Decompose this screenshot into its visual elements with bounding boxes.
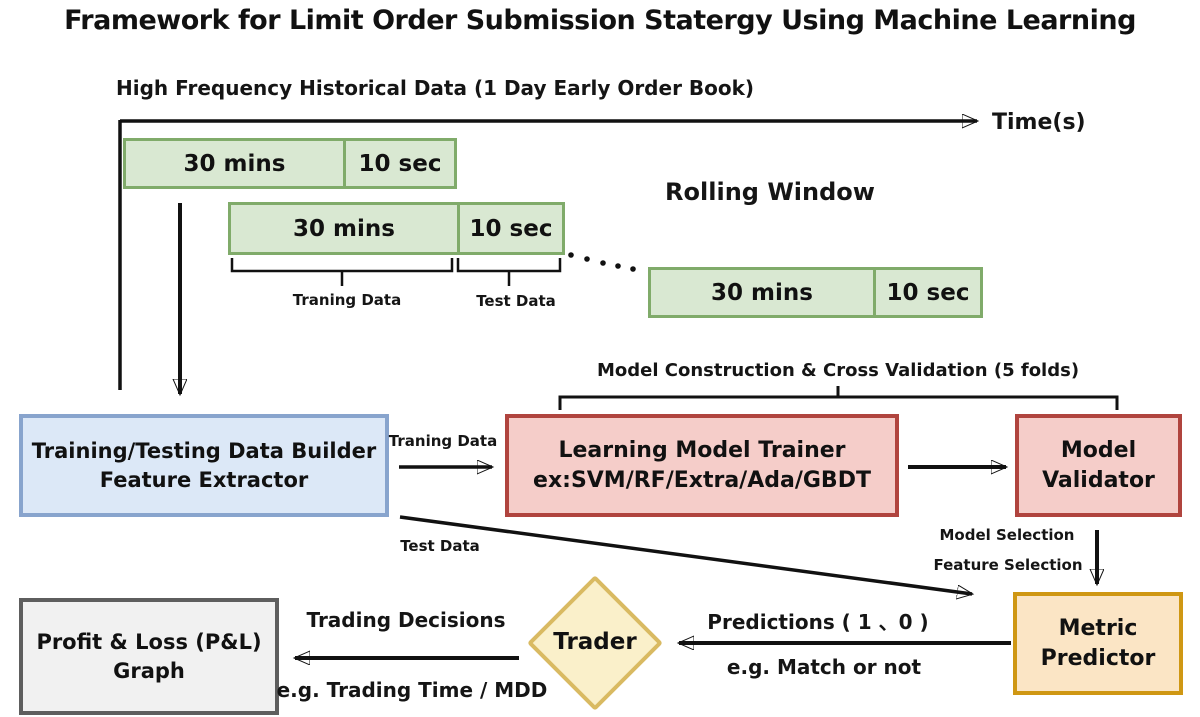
window-3-test-cell: 10 sec [873, 270, 980, 315]
rolling-window-2: 30 mins 10 sec [228, 202, 565, 255]
train-brace [230, 258, 454, 286]
cross-validation-bracket [558, 386, 1119, 410]
ellipsis-dots [568, 252, 636, 272]
test-brace-label: Test Data [476, 292, 556, 310]
feature-selection-label: Feature Selection [933, 556, 1083, 574]
rolling-window-caption: Rolling Window [665, 178, 875, 206]
trader-label: Trader [553, 629, 637, 655]
model-selection-label: Model Selection [939, 526, 1075, 544]
metric-line2: Predictor [1040, 645, 1156, 671]
window-2-test-cell: 10 sec [457, 205, 562, 252]
window-3-train-cell: 30 mins [711, 279, 813, 306]
trainer-line2: ex:SVM/RF/Extra/Ada/GBDT [533, 467, 871, 493]
traning-data-edge-label: Traning Data [388, 432, 498, 450]
validator-line1: Model [1060, 437, 1137, 463]
rolling-window-3: 30 mins 10 sec [648, 267, 983, 318]
train-brace-label: Traning Data [292, 291, 402, 309]
window-1-test-cell: 10 sec [343, 141, 454, 186]
pnl-line2: Graph [113, 658, 185, 683]
metric-predictor-node: Metric Predictor [1013, 592, 1183, 695]
pnl-graph-node: Profit & Loss (P&L) Graph [19, 598, 279, 715]
arrow-test-data-diagonal [399, 515, 972, 594]
window-1-train-cell: 30 mins [183, 150, 286, 177]
rolling-window-1: 30 mins 10 sec [123, 138, 457, 189]
builder-line1: Training/Testing Data Builder [31, 439, 377, 464]
window-2-train-cell: 30 mins [293, 215, 395, 242]
predictions-edge-label: Predictions ( 1 、0 ) [707, 610, 929, 634]
builder-line2: Feature Extractor [99, 467, 309, 492]
timeline-header: High Frequency Historical Data (1 Day Ea… [116, 76, 755, 100]
model-validator-node: Model Validator [1015, 414, 1182, 517]
cross-validation-caption: Model Construction & Cross Validation (5… [596, 360, 1080, 381]
model-trainer-node: Learning Model Trainer ex:SVM/RF/Extra/A… [505, 414, 899, 517]
validator-line2: Validator [1042, 467, 1155, 493]
match-or-not-label: e.g. Match or not [726, 655, 922, 679]
data-builder-node: Training/Testing Data Builder Feature Ex… [19, 414, 389, 517]
test-brace [456, 258, 562, 286]
trainer-line1: Learning Model Trainer [558, 437, 846, 463]
diagram-title: Framework for Limit Order Submission Sta… [64, 5, 1136, 36]
trading-time-mdd-label: e.g. Trading Time / MDD [276, 678, 548, 702]
trading-decisions-label: Trading Decisions [306, 608, 506, 632]
test-data-edge-label: Test Data [400, 537, 480, 555]
time-axis-label: Time(s) [992, 110, 1086, 135]
pnl-line1: Profit & Loss (P&L) [36, 630, 262, 655]
metric-line1: Metric [1058, 615, 1138, 641]
